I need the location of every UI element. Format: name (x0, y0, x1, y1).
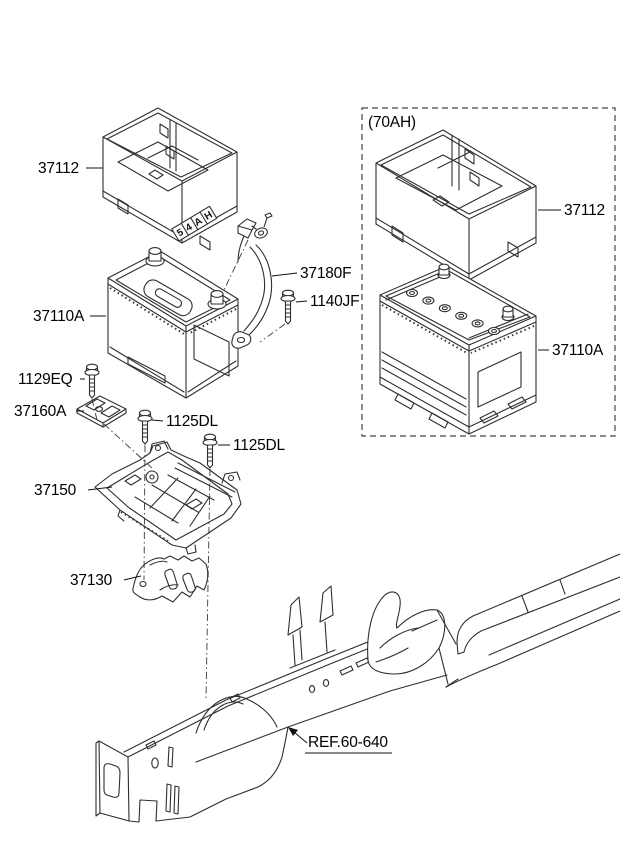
inset-battery-drawing (380, 264, 536, 434)
battery-drawing (108, 248, 238, 398)
part-label-insulator: 37112 (38, 160, 79, 177)
inset-70ah-box: (70AH) (362, 108, 615, 436)
hold-down-clamp-drawing (77, 396, 126, 427)
part-labels: 37112 37110A 37180F 1140JF 1129EQ 37160A… (14, 160, 392, 753)
part-label-clamp-bolt: 1129EQ (18, 371, 73, 388)
bolt-1125dl-1 (137, 409, 153, 445)
bolt-1125dl-2 (202, 433, 218, 469)
part-label-bracket: 37130 (70, 572, 113, 589)
battery-terminal-left (146, 248, 164, 266)
battery-cable-drawing (232, 213, 272, 348)
inset-insulator-label: 37112 (564, 202, 605, 219)
battery-terminal-right (208, 291, 226, 309)
bolt-1129eq (84, 363, 100, 399)
part-label-cable-bolt: 1140JF (310, 293, 359, 310)
part-label-battery: 37110A (33, 308, 85, 325)
part-label-clamp: 37160A (14, 403, 67, 420)
bolt-1140jf (280, 289, 296, 325)
mounting-bracket-drawing (133, 556, 208, 602)
inset-insulator-drawing (376, 130, 536, 291)
part-label-tray-bolt-1: 1125DL (166, 413, 219, 430)
part-label-tray: 37150 (34, 482, 77, 499)
part-label-tray-bolt-2: 1125DL (233, 437, 286, 454)
frame-ref-callout: REF.60-640 (288, 727, 392, 753)
inset-battery-label: 37110A (552, 342, 604, 359)
ref-arrowhead (288, 727, 298, 736)
inset-variant-label: (70AH) (368, 114, 416, 131)
battery-tray-drawing (95, 441, 241, 554)
center-lines (92, 240, 285, 700)
battery-insulator-drawing: 54AH (103, 108, 237, 250)
frame-ref-label: REF.60-640 (308, 734, 388, 751)
vent-caps (407, 290, 500, 335)
part-label-cable: 37180F (300, 265, 351, 282)
frame-rail-drawing (96, 554, 620, 822)
